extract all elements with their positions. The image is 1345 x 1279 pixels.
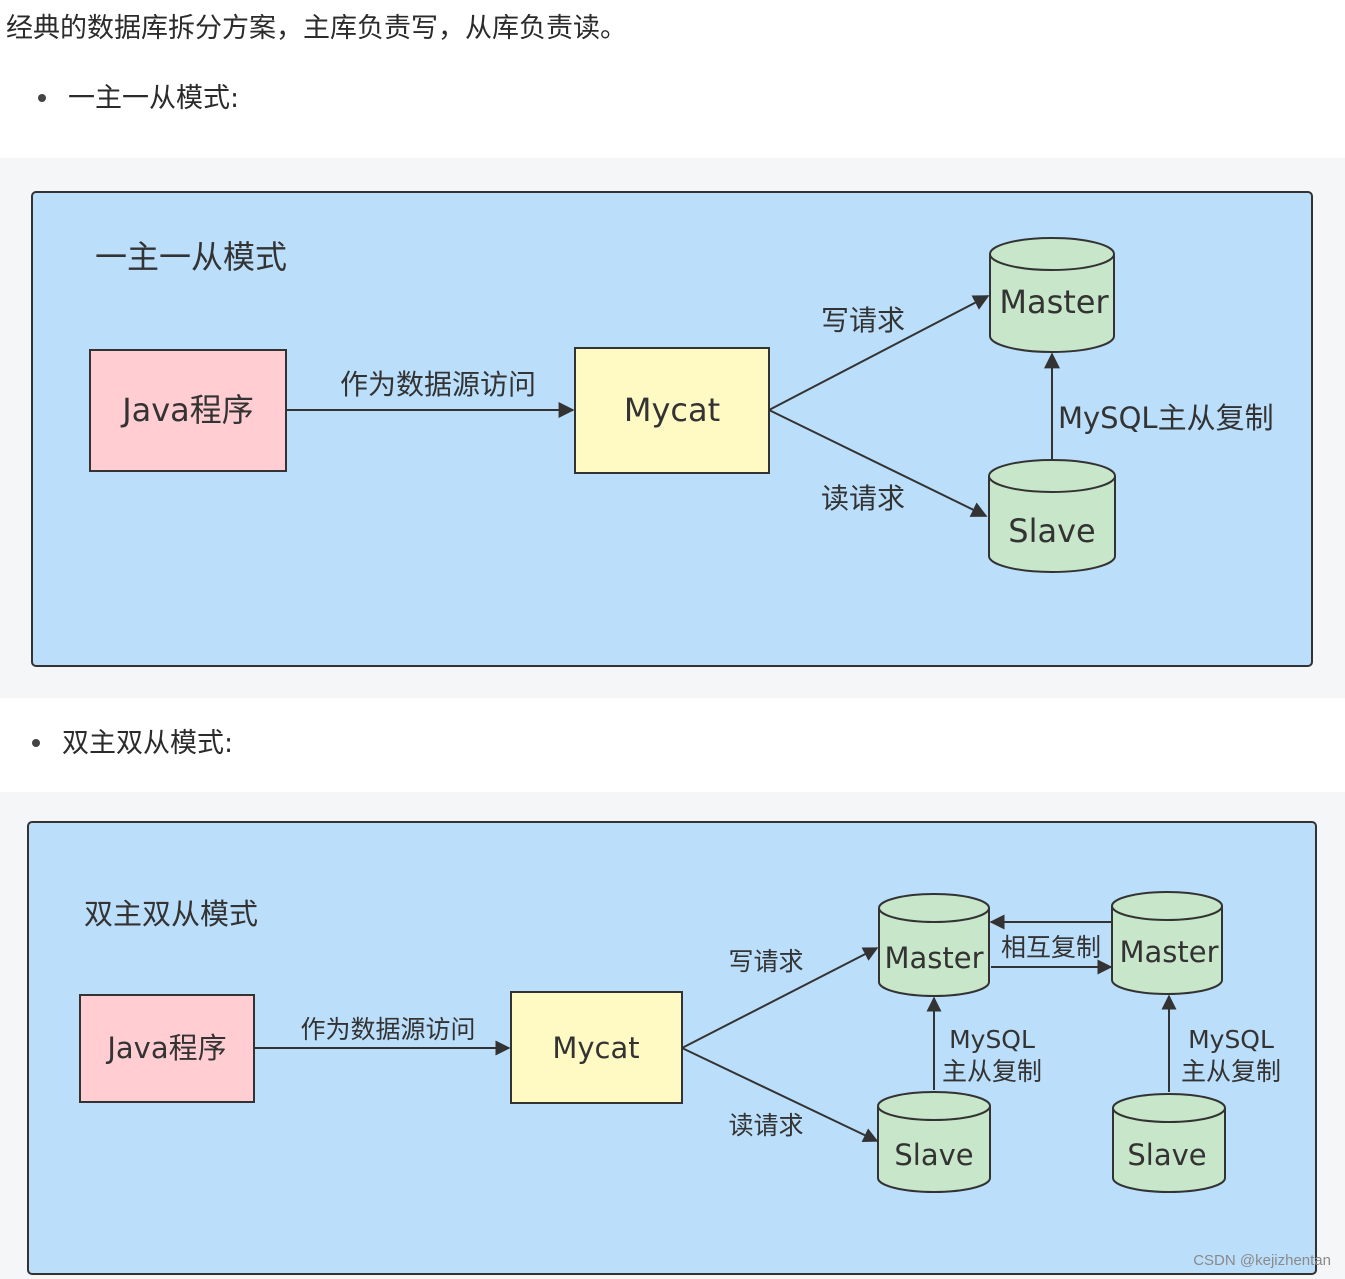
replication1-line1: MySQL xyxy=(949,1025,1035,1054)
bullet-label: 双主双从模式: xyxy=(62,728,234,759)
java-program-label: Java程序 xyxy=(105,1031,226,1065)
write-arrow xyxy=(768,295,990,411)
master1-db-cylinder xyxy=(878,893,990,997)
mycat-label: Mycat xyxy=(624,391,720,429)
diagram2-svg: 双主双从模式 Java程序 作为数据源访问 Mycat 写请求 读请求 Mast… xyxy=(27,821,1317,1275)
replication-label: MySQL主从复制 xyxy=(1058,401,1274,435)
slave2-db-cylinder xyxy=(1112,1093,1226,1193)
replication2-line1: MySQL xyxy=(1188,1025,1274,1054)
mutual-replication-label: 相互复制 xyxy=(1001,933,1101,962)
write-arrow xyxy=(681,947,879,1049)
slave2-label: Slave xyxy=(1127,1138,1206,1172)
replication1-line2: 主从复制 xyxy=(942,1057,1042,1086)
intro-text: 经典的数据库拆分方案，主库负责写，从库负责读。 xyxy=(6,13,627,44)
access-label: 作为数据源访问 xyxy=(300,1015,475,1044)
bullet-two-master-two-slave: 双主双从模式: xyxy=(32,725,233,763)
replication2-line2: 主从复制 xyxy=(1181,1057,1281,1086)
bullet-dot xyxy=(38,93,46,102)
java-program-label: Java程序 xyxy=(120,391,254,429)
master-db-cylinder xyxy=(989,237,1115,353)
bullet-label: 一主一从模式: xyxy=(68,83,240,114)
mycat-box xyxy=(574,347,770,474)
diagram-title: 双主双从模式 xyxy=(84,897,258,931)
slave1-label: Slave xyxy=(894,1138,973,1172)
read-label: 读请求 xyxy=(821,482,905,515)
read-arrow xyxy=(681,1047,879,1142)
diagram-title: 一主一从模式 xyxy=(95,238,287,276)
diagram-one-master-one-slave: 一主一从模式 Java程序 作为数据源访问 Mycat 写请求 读请求 Mast… xyxy=(0,158,1345,698)
slave-db-cylinder xyxy=(988,459,1116,573)
read-arrow xyxy=(768,409,988,517)
master-label: Master xyxy=(999,283,1109,321)
slave1-db-cylinder xyxy=(877,1091,991,1193)
diagram-two-master-two-slave: 双主双从模式 Java程序 作为数据源访问 Mycat 写请求 读请求 Mast… xyxy=(0,792,1345,1279)
slave-label: Slave xyxy=(1008,512,1095,550)
master1-label: Master xyxy=(884,941,983,975)
write-label: 写请求 xyxy=(821,304,905,337)
write-label: 写请求 xyxy=(728,947,803,976)
java-program-box xyxy=(89,349,287,472)
diagram1-svg: 一主一从模式 Java程序 作为数据源访问 Mycat 写请求 读请求 Mast… xyxy=(31,191,1313,667)
access-label: 作为数据源访问 xyxy=(340,368,536,401)
master2-db-cylinder xyxy=(1111,891,1223,995)
mycat-label: Mycat xyxy=(552,1031,639,1065)
read-label: 读请求 xyxy=(728,1111,803,1140)
watermark: CSDN @kejizhentan xyxy=(1193,1252,1331,1269)
bullet-one-master-one-slave: 一主一从模式: xyxy=(38,80,239,118)
master2-label: Master xyxy=(1119,935,1218,969)
bullet-dot xyxy=(32,738,40,747)
